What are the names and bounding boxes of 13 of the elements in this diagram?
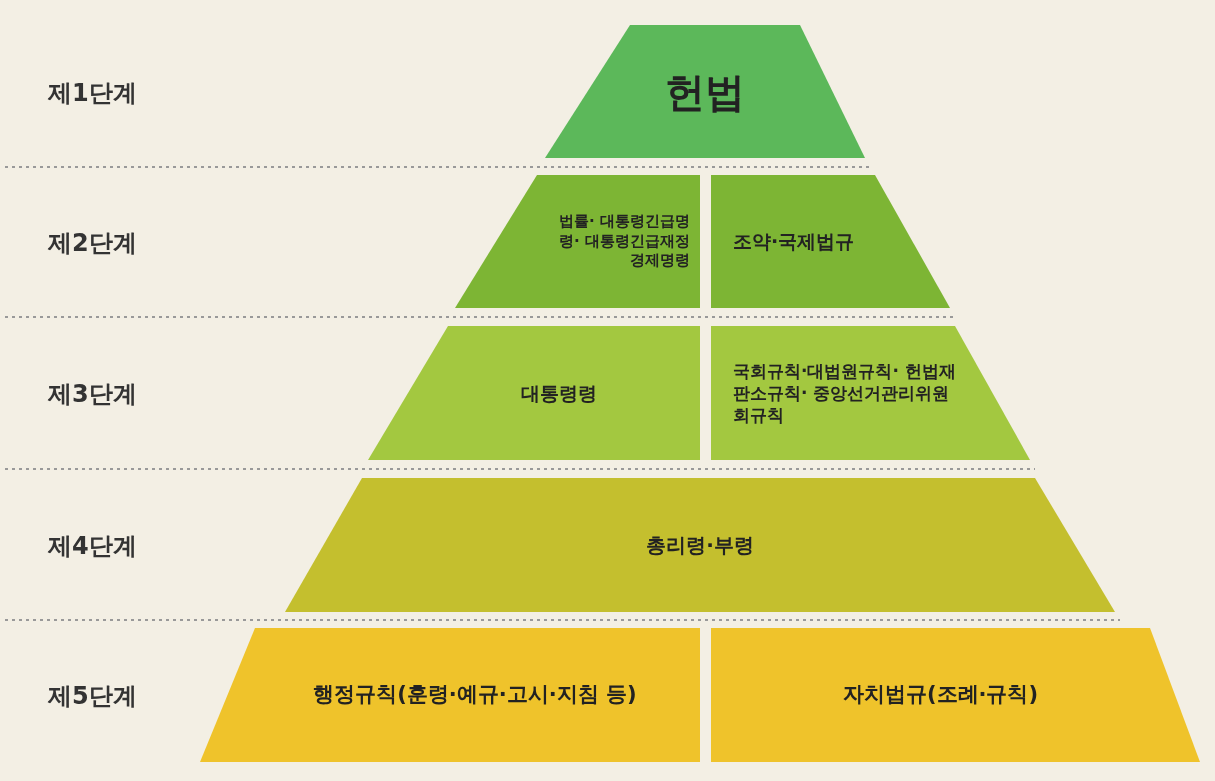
- pyramid-tier: 조약·국제법규: [711, 175, 950, 308]
- pyramid-tier: 행정규칙(훈령·예규·고시·지침 등): [200, 628, 700, 762]
- pyramid-tier: 법률· 대통령긴급명령· 대통령긴급재정경제명령: [455, 175, 700, 308]
- level-label: 제5단계: [48, 681, 137, 712]
- level-label: 제2단계: [48, 227, 137, 259]
- pyramid-tier: 헌법: [545, 25, 865, 158]
- pyramid-tier: 국회규칙·대법원규칙· 헌법재판소규칙· 중앙선거관리위원회규칙: [711, 326, 1030, 460]
- pyramid-tier: 대통령령: [368, 326, 700, 460]
- level-label: 제4단계: [48, 531, 137, 562]
- level-label: 제3단계: [48, 379, 137, 410]
- pyramid-tier: 자치법규(조례·규칙): [711, 628, 1200, 762]
- level-label: 제1단계: [48, 77, 137, 109]
- pyramid-tier: 총리령·부령: [285, 478, 1115, 612]
